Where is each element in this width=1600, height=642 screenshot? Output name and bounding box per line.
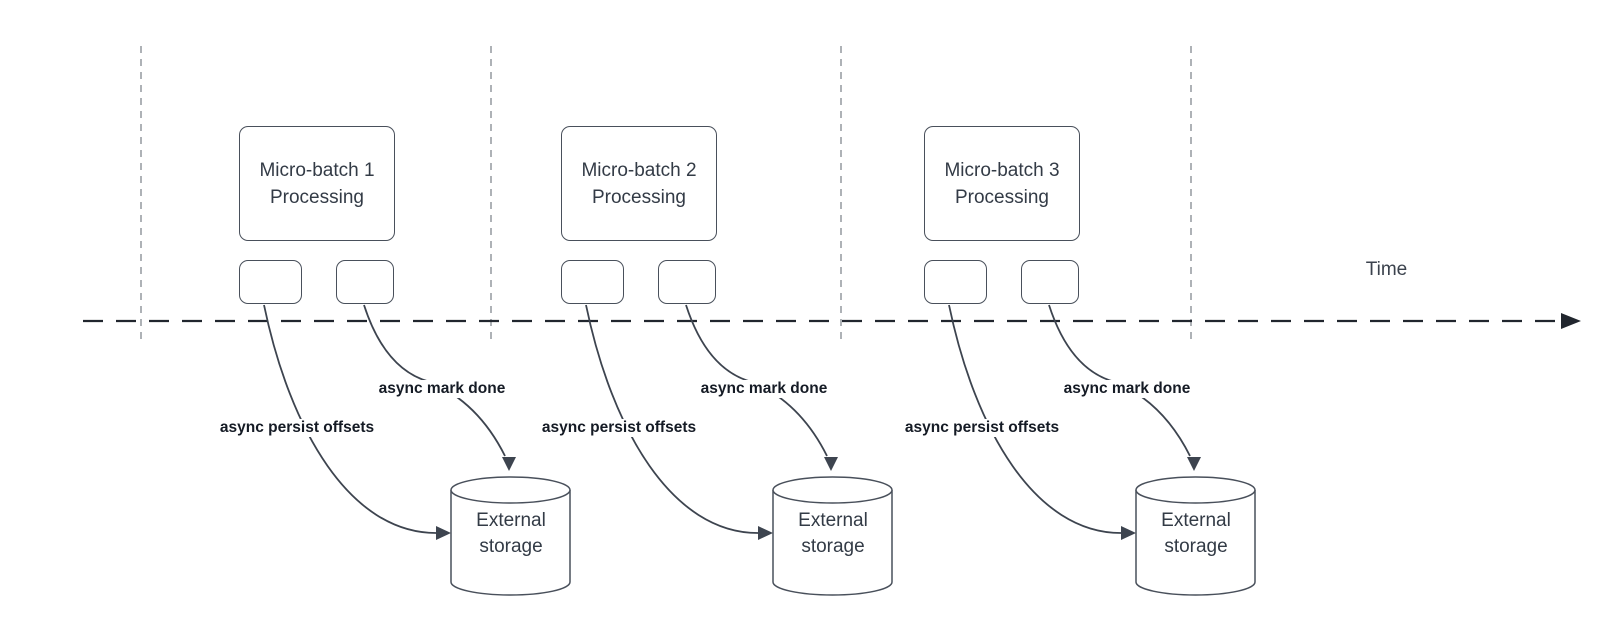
micro-batch-2-offset-task-box xyxy=(561,260,624,304)
micro-batch-1-done-task-box xyxy=(336,260,394,304)
external-storage-label: External storage xyxy=(1161,510,1231,557)
external-storage-label: External storage xyxy=(798,510,868,557)
micro-batch-3-done-task-box xyxy=(1021,260,1079,304)
micro-batch-1-processing-box: Micro-batch 1 Processing xyxy=(239,126,395,241)
async-persist-offsets-label: async persist offsets xyxy=(891,419,1073,437)
async-mark-done-label: async mark done xyxy=(366,380,518,398)
micro-batch-2-group: Micro-batch 2 Processing async persist o… xyxy=(528,0,901,642)
micro-batch-1-offset-task-box xyxy=(239,260,302,304)
async-persist-offsets-label: async persist offsets xyxy=(206,419,388,437)
time-axis-label: Time xyxy=(1365,259,1408,280)
async-mark-done-label: async mark done xyxy=(1051,380,1203,398)
time-axis-arrowhead-icon xyxy=(1561,313,1581,329)
micro-batch-1-title: Micro-batch 1 Processing xyxy=(259,159,375,208)
micro-batch-2-title: Micro-batch 2 Processing xyxy=(581,159,697,208)
external-storage-label: External storage xyxy=(476,510,546,557)
micro-batch-3-processing-box: Micro-batch 3 Processing xyxy=(924,126,1080,241)
micro-batch-3-title: Micro-batch 3 Processing xyxy=(944,159,1060,208)
micro-batch-1-group: Micro-batch 1 Processing async persist o… xyxy=(206,0,579,642)
micro-batch-2-done-task-box xyxy=(658,260,716,304)
micro-batch-2-processing-box: Micro-batch 2 Processing xyxy=(561,126,717,241)
micro-batch-3-offset-task-box xyxy=(924,260,987,304)
async-mark-done-label: async mark done xyxy=(688,380,840,398)
async-persist-offsets-label: async persist offsets xyxy=(528,419,710,437)
micro-batch-3-group: Micro-batch 3 Processing async persist o… xyxy=(891,0,1264,642)
